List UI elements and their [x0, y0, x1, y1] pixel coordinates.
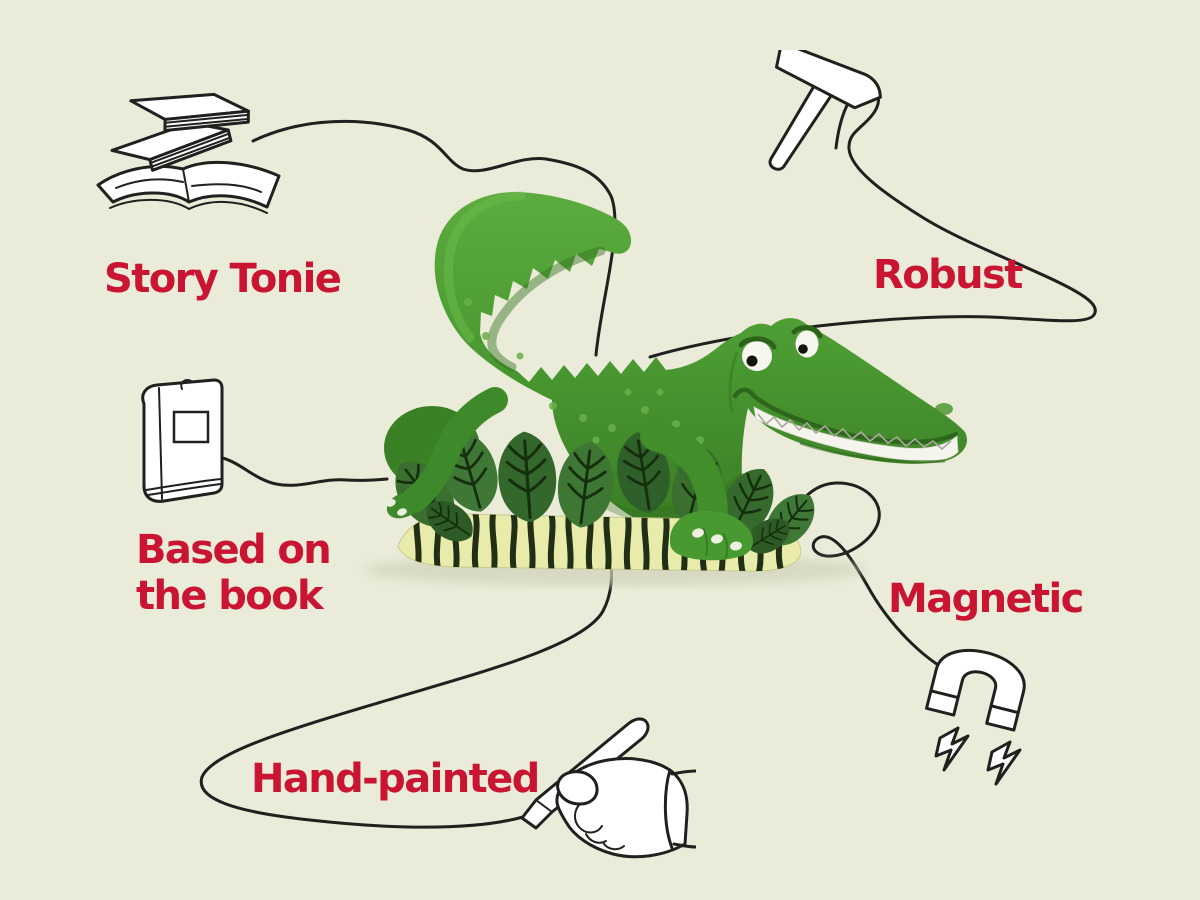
far-front-leg: [386, 387, 508, 519]
magnet-icon: [925, 648, 1026, 786]
connector-based-on-the-book: [217, 455, 389, 487]
skin-bumps: [464, 298, 704, 444]
near-pupil: [798, 344, 808, 354]
far-eyelid: [738, 336, 777, 350]
hammer-icon: [768, 50, 882, 171]
near-eye: [795, 330, 819, 358]
lower-lip-line: [799, 441, 946, 464]
crocodile-figurine: [365, 191, 967, 586]
connector-robust: [648, 85, 1097, 359]
far-eye: [742, 341, 772, 371]
magnet-spark-right: [986, 740, 1022, 786]
label-based-on-the-book: Based on the book: [136, 527, 332, 620]
cuff-line: [663, 768, 696, 850]
label-story-tonie: Story Tonie: [104, 256, 342, 302]
hand-paintbrush-icon: [520, 717, 696, 859]
label-magnetic: Magnetic: [888, 576, 1084, 622]
books-stack-icon: [96, 92, 281, 214]
teeth-zigzag: [757, 413, 952, 451]
neck-crease: [728, 351, 739, 413]
teeth-band: [753, 406, 959, 462]
index-finger: [556, 770, 599, 806]
near-eyelid: [791, 325, 823, 339]
far-pupil: [746, 355, 758, 367]
mouth-smile-line: [732, 387, 959, 445]
magnet-spark-left: [934, 726, 970, 772]
tail-highlight: [443, 191, 526, 343]
near-front-leg: [640, 421, 754, 561]
tail-inner-shadow: [487, 246, 606, 372]
label-hand-painted: Hand-painted: [251, 756, 540, 802]
connector-hand-painted: [199, 550, 613, 829]
book-icon: [141, 378, 224, 503]
nostril-bump: [935, 403, 953, 415]
label-robust: Robust: [873, 252, 1023, 298]
connector-magnetic: [775, 481, 950, 673]
